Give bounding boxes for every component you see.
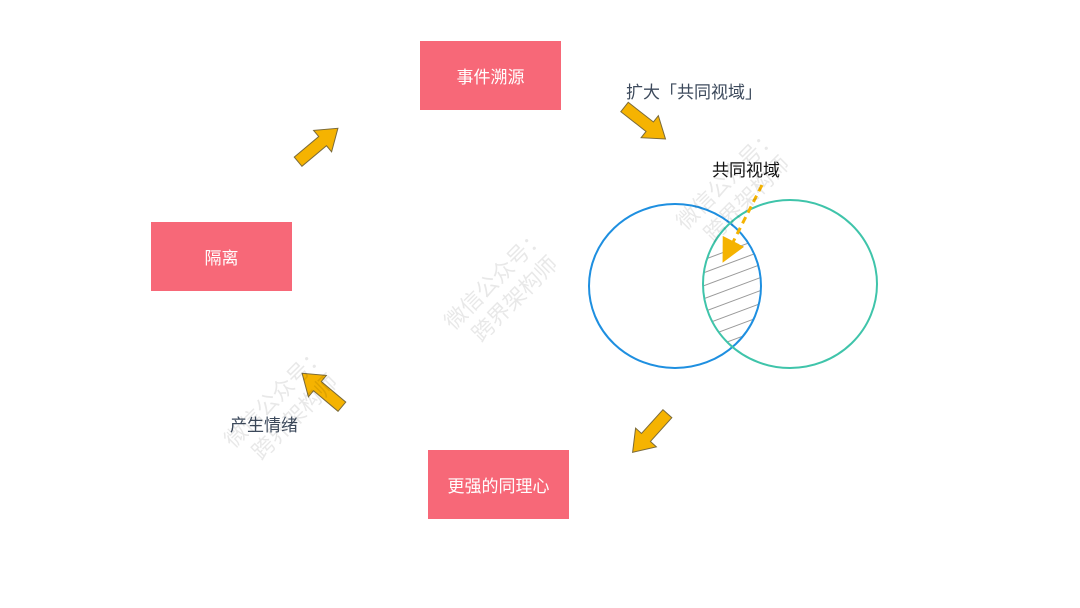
- arrow-to-expand-icon: [620, 101, 667, 140]
- circle-left: [588, 203, 762, 369]
- node-empathy-label: 更强的同理心: [447, 477, 550, 497]
- node-event-tracing: 事件溯源: [420, 41, 561, 110]
- node-isolation: 隔离: [151, 222, 292, 291]
- hatch-line: [703, 263, 761, 287]
- arrow-to-empathy-icon: [632, 408, 673, 453]
- node-empathy: 更强的同理心: [428, 450, 569, 519]
- label-expand: 扩大「共同视域」: [626, 83, 762, 103]
- circle-right: [702, 199, 878, 369]
- arrow-to-isolation-icon: [301, 372, 347, 413]
- hatch-line: [703, 276, 761, 300]
- arrow-to-event-tracing-icon: [293, 127, 339, 168]
- intersection-hatch: [703, 237, 761, 365]
- hatch-line: [703, 289, 761, 313]
- label-common-horizon: 共同视域: [712, 161, 780, 181]
- node-event-tracing-label: 事件溯源: [456, 68, 525, 88]
- dashed-pointer-arrow: [722, 184, 764, 263]
- node-isolation-label: 隔离: [204, 249, 239, 269]
- label-emotion: 产生情绪: [230, 416, 298, 436]
